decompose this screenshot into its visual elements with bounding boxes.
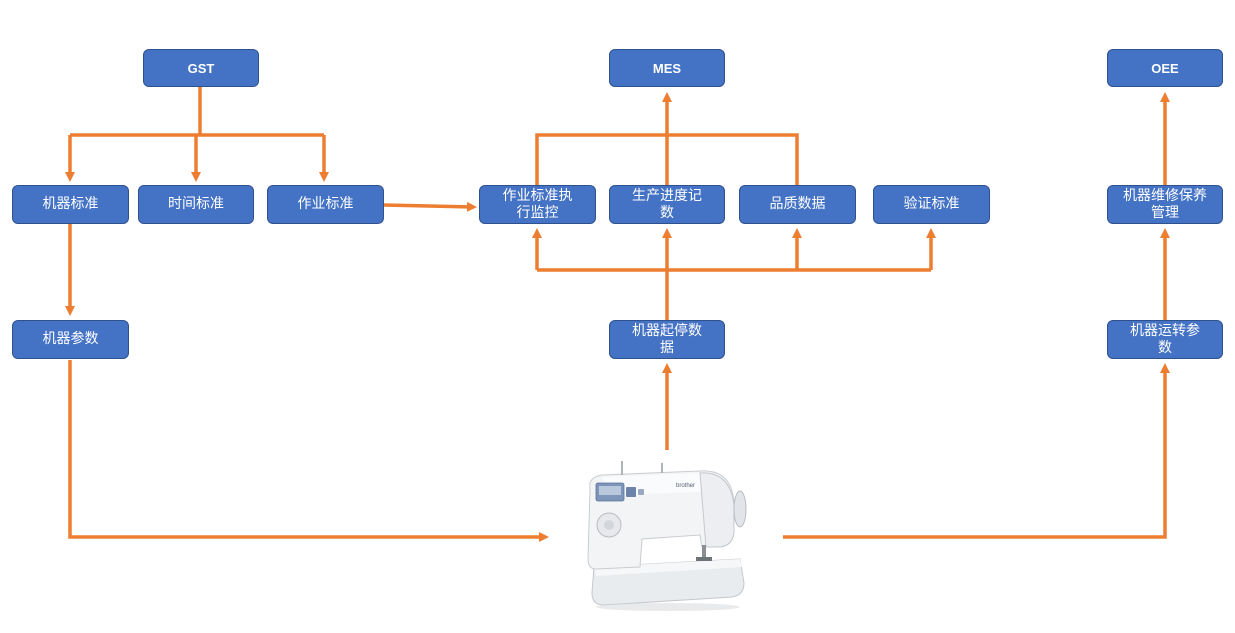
node-machine-standard: 机器标准	[12, 185, 129, 224]
node-time-standard-label: 时间标准	[168, 196, 224, 212]
node-machine-standard-label: 机器标准	[42, 196, 99, 212]
node-work-standard: 作业标准	[267, 185, 384, 224]
node-verify-standard-label: 验证标准	[903, 196, 960, 212]
node-gst-label: GST	[187, 60, 215, 76]
node-machine-params: 机器参数	[12, 320, 129, 359]
node-run-params: 机器运转参数	[1107, 320, 1223, 359]
node-production-progress: 生产进度记数	[609, 185, 725, 224]
node-gst: GST	[143, 49, 259, 87]
node-production-progress-label: 生产进度记数	[632, 187, 702, 221]
node-quality-data: 品质数据	[739, 185, 856, 224]
node-start-stop-data: 机器起停数据	[609, 320, 725, 359]
node-run-params-label: 机器运转参数	[1130, 322, 1200, 356]
connector-work-to-monitor	[383, 201, 477, 212]
node-quality-data-label: 品质数据	[769, 196, 826, 212]
node-maintenance: 机器维修保养管理	[1107, 185, 1223, 224]
brand-label: brother	[676, 483, 695, 489]
node-machine-params-label: 机器参数	[42, 331, 99, 347]
node-oee: OEE	[1107, 49, 1223, 87]
node-work-standard-label: 作业标准	[297, 196, 354, 212]
sewing-machine-image: brother	[587, 461, 747, 611]
node-mes: MES	[609, 49, 725, 87]
node-maintenance-label: 机器维修保养管理	[1123, 187, 1207, 221]
node-oee-label: OEE	[1151, 60, 1179, 76]
node-time-standard: 时间标准	[138, 185, 254, 224]
node-work-monitor: 作业标准执行监控	[479, 185, 596, 224]
node-work-monitor-label: 作业标准执行监控	[502, 187, 573, 221]
node-start-stop-data-label: 机器起停数据	[632, 322, 702, 356]
connector-machine-to-runparams	[783, 363, 1170, 539]
connector-params-to-machine	[68, 360, 549, 542]
node-verify-standard: 验证标准	[873, 185, 990, 224]
node-mes-label: MES	[652, 60, 682, 76]
